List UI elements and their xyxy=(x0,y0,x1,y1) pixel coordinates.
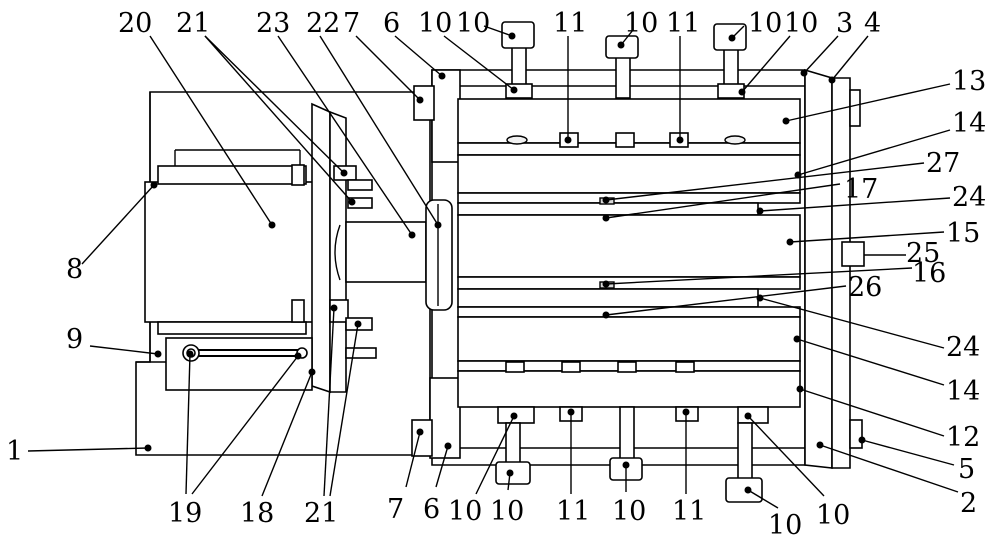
label-8: 8 xyxy=(66,254,83,285)
label-11-bottom-2: 11 xyxy=(672,496,706,527)
end-plate xyxy=(805,70,862,468)
label-10-bottom-1: 10 xyxy=(448,496,482,527)
motor xyxy=(145,150,315,334)
label-10-top-1: 10 xyxy=(418,8,452,39)
label-4: 4 xyxy=(864,8,881,39)
label-7-top: 7 xyxy=(343,8,360,39)
label-24-bottom: 24 xyxy=(946,332,980,363)
upper-clamp-bar xyxy=(458,99,800,155)
label-21-top: 21 xyxy=(176,8,210,39)
label-10-top-5: 10 xyxy=(784,8,818,39)
label-5: 5 xyxy=(958,454,975,485)
label-17: 17 xyxy=(844,174,878,205)
label-18: 18 xyxy=(240,498,274,529)
sensor-25 xyxy=(842,242,864,266)
label-6-top: 6 xyxy=(383,8,400,39)
label-9: 9 xyxy=(66,324,83,355)
label-10-bottom-3: 10 xyxy=(612,496,646,527)
label-1: 1 xyxy=(6,436,23,467)
label-25: 25 xyxy=(906,238,940,269)
label-11-top-1: 11 xyxy=(553,8,587,39)
label-13: 13 xyxy=(952,66,986,97)
label-7-bottom: 7 xyxy=(387,494,404,525)
label-19: 19 xyxy=(168,498,202,529)
label-10-top-2: 10 xyxy=(456,8,490,39)
label-14-top: 14 xyxy=(952,108,986,139)
label-11-bottom-1: 11 xyxy=(556,496,590,527)
label-10-top-4: 10 xyxy=(748,8,782,39)
label-10-bottom-4: 10 xyxy=(768,510,802,541)
label-10-bottom-2: 10 xyxy=(490,496,524,527)
label-22: 22 xyxy=(306,8,340,39)
label-27: 27 xyxy=(926,148,960,179)
label-26: 26 xyxy=(848,272,882,303)
label-23: 23 xyxy=(256,8,290,39)
label-10-bottom-5: 10 xyxy=(816,500,850,531)
label-20: 20 xyxy=(118,8,152,39)
label-14-bottom: 14 xyxy=(946,376,980,407)
label-10-top-3: 10 xyxy=(624,8,658,39)
label-21-bottom: 21 xyxy=(304,498,338,529)
guide-bars xyxy=(458,155,800,361)
label-12: 12 xyxy=(946,422,980,453)
label-3: 3 xyxy=(836,8,853,39)
label-11-top-2: 11 xyxy=(666,8,700,39)
label-6-bottom: 6 xyxy=(423,494,440,525)
label-24-top: 24 xyxy=(952,182,986,213)
label-15: 15 xyxy=(946,218,980,249)
label-2: 2 xyxy=(960,488,977,519)
